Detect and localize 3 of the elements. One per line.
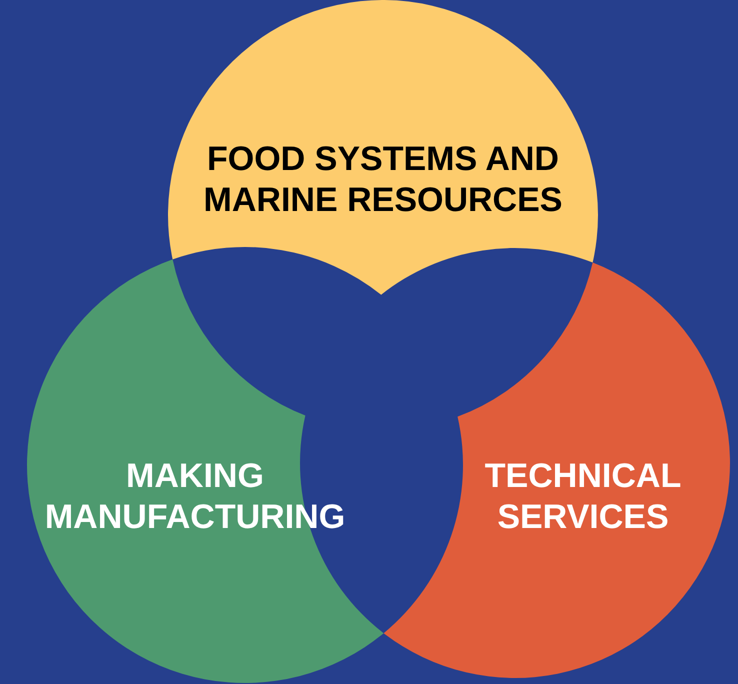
circle-label: MAKING MANUFACTURING	[44, 456, 346, 538]
circle-label: FOOD SYSTEMS AND MARINE RESOURCES	[202, 139, 564, 221]
circle-label: TECHNICAL SERVICES	[484, 456, 682, 538]
